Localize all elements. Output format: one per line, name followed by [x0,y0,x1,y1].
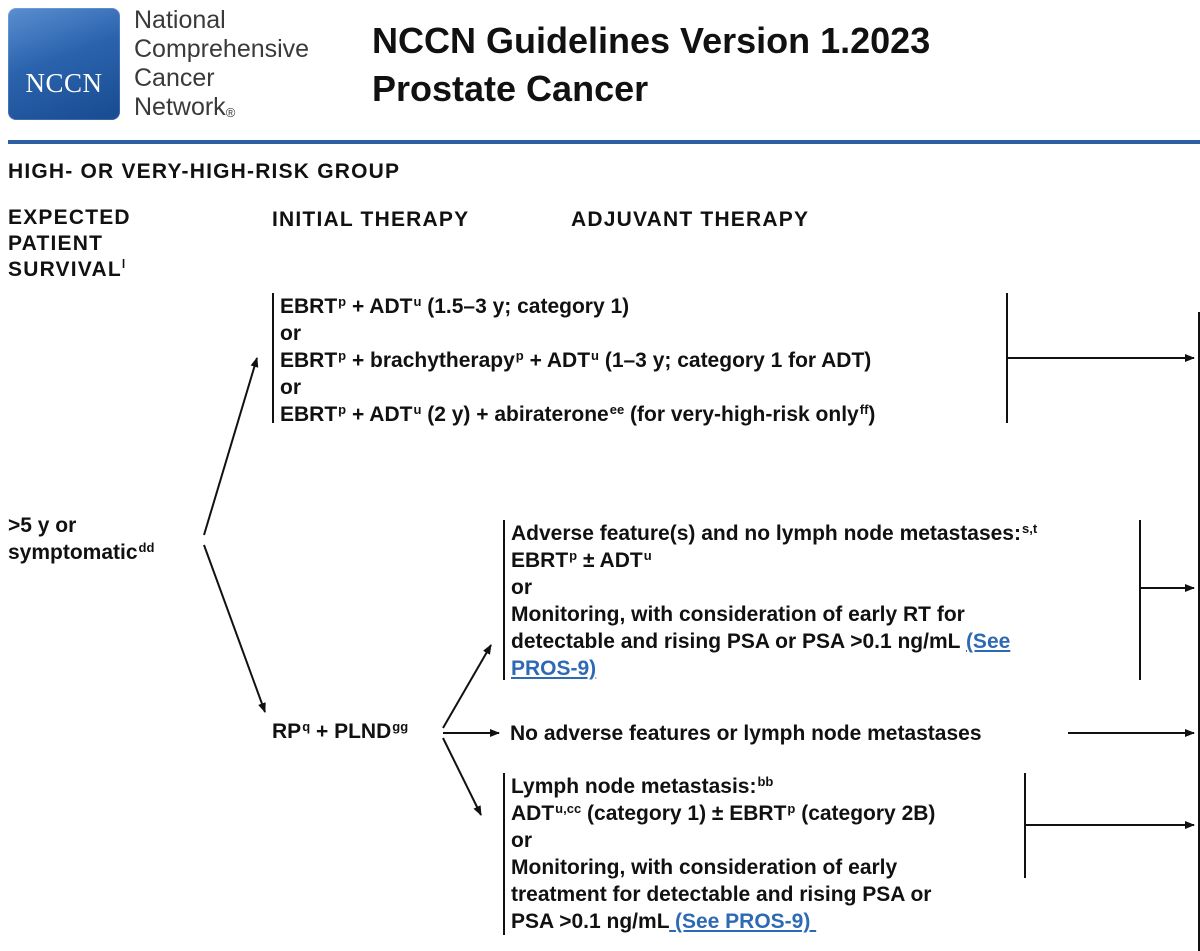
header-rule [8,140,1200,144]
org-name-line2: Comprehensive [134,35,310,63]
arrow-to-lymph [442,737,482,816]
logo-text: NCCN [25,68,103,98]
node-survival-criteria: >5 y or symptomaticdd [8,514,155,564]
nccn-logo: NCCN [8,8,120,120]
page-title: NCCN Guidelines Version 1.2023 [372,20,931,61]
arrow-to-surgery [203,544,266,713]
node-surgery: RPq + PLNDgg [272,719,409,743]
header-adjuvant-therapy: ADJUVANT THERAPY [571,208,810,231]
node-no-adverse-features: No adverse features or lymph node metast… [510,722,982,745]
section-heading: HIGH- OR VERY-HIGH-RISK GROUP [8,160,401,183]
arrow-to-radiation [203,357,259,536]
node-adverse-features: Adverse feature(s) and no lymph node met… [503,520,1037,680]
node-lymph-node-metastasis: Lymph node metastasis:bb ADTu,cc (catego… [503,773,935,935]
link-see-pros-9-lymph[interactable]: (See PROS-9) [669,910,817,933]
org-name-line4: Network® [134,93,236,121]
link-see-pros-9[interactable]: (See [965,630,1011,653]
org-name-line1: National [134,6,226,34]
header-survival: EXPECTED PATIENT SURVIVALl [8,206,131,281]
arrow-to-adverse [442,644,492,729]
registered-mark: ® [225,105,236,120]
node-radiation-options: EBRTp + ADTu (1.5–3 y; category 1) or EB… [272,293,875,426]
org-name-line3: Cancer [134,64,215,92]
header-initial-therapy: INITIAL THERAPY [272,208,470,231]
link-pros-9[interactable]: PROS-9) [511,657,597,680]
page-subtitle: Prostate Cancer [372,68,649,109]
